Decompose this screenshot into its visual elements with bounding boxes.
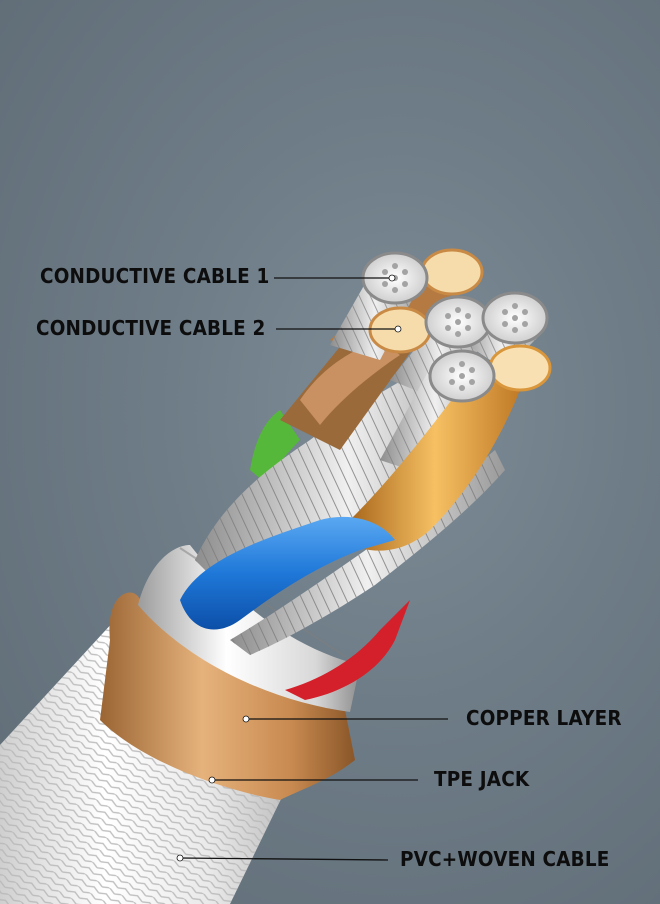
red-wire [285,600,410,700]
green-wire [250,410,300,480]
label-conductive-cable-2: CONDUCTIVE CABLE 2 [36,316,266,340]
callout-lines [179,277,448,861]
tpe-jack-band [100,592,355,800]
label-copper-layer: COPPER LAYER [466,706,622,730]
label-tpe-jack: TPE JACK [434,767,530,791]
gold-wire [350,375,520,551]
callout-line-pvc-woven [179,857,389,861]
blue-wire [180,516,395,630]
callout-dots [176,274,402,862]
label-conductive-cable-1: CONDUCTIVE CABLE 1 [40,264,270,288]
label-pvc-woven-cable: PVC+WOVEN CABLE [400,847,610,871]
